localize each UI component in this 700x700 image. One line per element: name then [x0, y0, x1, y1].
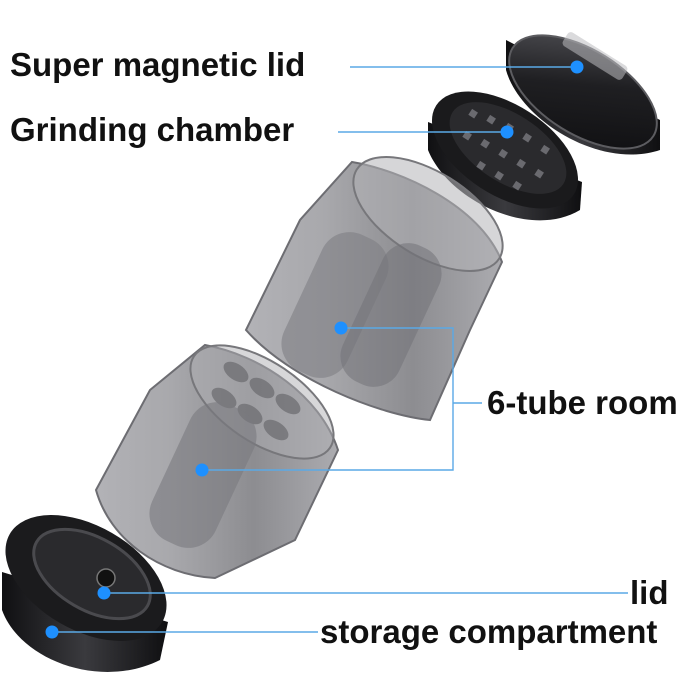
upper-tube-inner-cylinder [340, 243, 442, 387]
storage-base-part [2, 515, 168, 672]
callout-magnetic-lid: Super magnetic lid [10, 46, 306, 83]
magnetic-lid-window [562, 32, 628, 80]
magnetic-lid-top [509, 35, 657, 149]
storage-base-inner [32, 527, 152, 621]
grinding-teeth [462, 108, 550, 191]
tube-openings [211, 361, 301, 441]
marker-dot [334, 321, 348, 335]
grinding-chamber-part [428, 91, 582, 221]
leader-tube-room [202, 327, 454, 471]
callout-grinding-chamber: Grinding chamber [10, 111, 295, 148]
callout-storage-compartment: storage compartment [320, 613, 658, 650]
upper-tube-section [244, 155, 504, 422]
marker-dot [195, 463, 209, 477]
marker-dot [97, 586, 111, 600]
callout-lid: lid [630, 574, 669, 611]
callout-tube-room: 6-tube room [487, 384, 678, 421]
callout-markers [45, 60, 584, 639]
marker-dot [45, 625, 59, 639]
lower-tube-section [94, 343, 340, 580]
upper-tube-inner-cylinder [281, 232, 389, 378]
leader-lines [52, 66, 628, 633]
marker-dot [570, 60, 584, 74]
marker-dot [500, 125, 514, 139]
magnetic-lid-part [506, 32, 660, 155]
storage-base-center [96, 568, 116, 588]
